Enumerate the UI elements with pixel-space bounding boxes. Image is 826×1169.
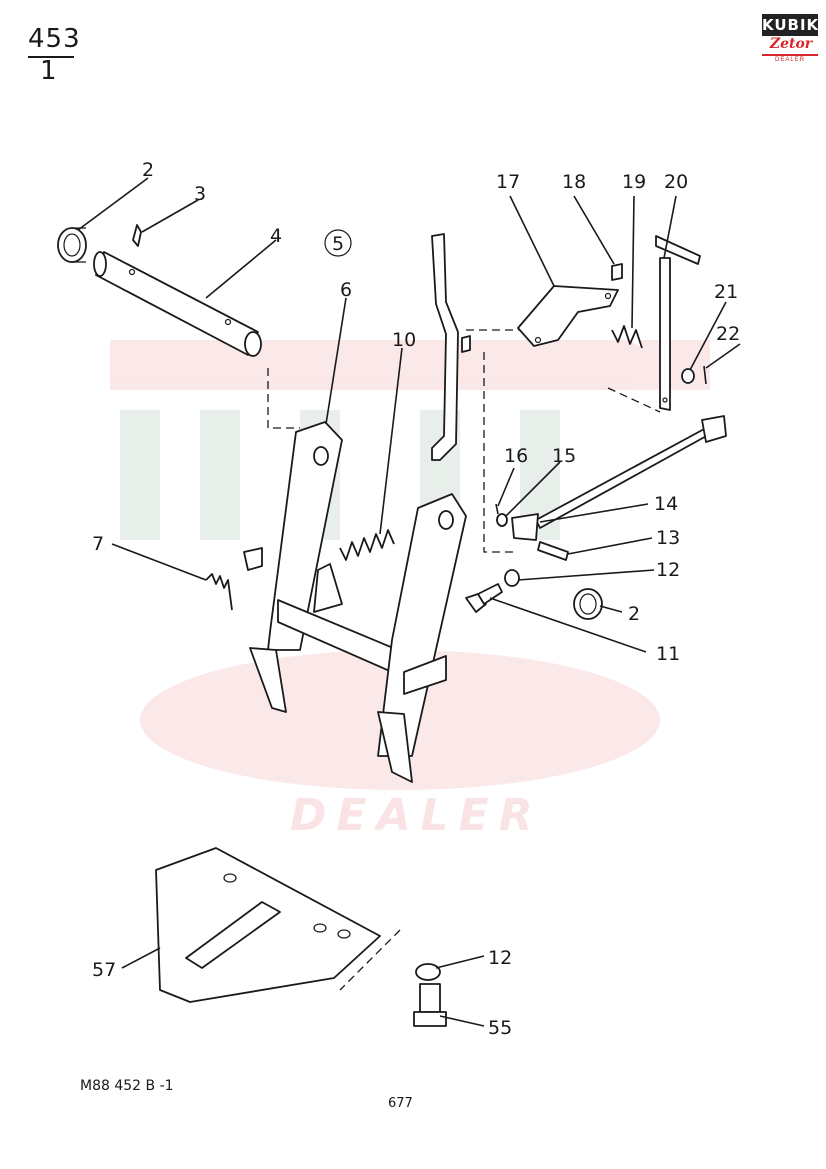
washer-part-21 <box>681 368 695 384</box>
gusset-plate <box>313 563 343 613</box>
dealer-logo: KUBIK Zetor DEALER <box>762 14 820 64</box>
section-divider <box>28 56 74 58</box>
callout-21: 21 <box>714 281 738 303</box>
left-arm-part-6 <box>249 421 343 713</box>
cotter-pin-part-3 <box>132 224 142 247</box>
leader-20 <box>663 195 677 259</box>
bushing-part-2 <box>57 227 87 263</box>
drawing-code: M88 452 B -1 <box>80 1078 174 1094</box>
logo-kubik-text: KUBIK <box>762 14 820 36</box>
watermark-band-top <box>110 340 710 390</box>
bracket-part-17 <box>517 285 619 347</box>
shaft-part-4 <box>93 251 262 357</box>
leader-7 <box>111 543 207 581</box>
watermark-letter-k <box>120 410 160 540</box>
assembly-line-shaft <box>267 368 300 429</box>
leader-18 <box>573 195 615 265</box>
section-number: 453 <box>28 24 81 54</box>
callout-14: 14 <box>654 493 678 515</box>
pull-rod-part-14 <box>511 415 727 541</box>
leader-2b <box>599 605 623 613</box>
callout-57: 57 <box>92 959 116 981</box>
leader-55 <box>439 1015 485 1027</box>
washer-part-15 <box>496 513 508 527</box>
callout-16: 16 <box>504 445 528 467</box>
spring-washer-part-12b <box>415 963 441 981</box>
leader-12a <box>517 569 655 581</box>
assembly-line-pin <box>483 352 515 553</box>
leader-11 <box>489 597 647 653</box>
leader-12b <box>435 955 485 969</box>
pin-part-22 <box>703 365 707 385</box>
leader-15 <box>505 461 561 517</box>
bolt-part-55 <box>413 983 447 1027</box>
leader-22 <box>705 343 741 369</box>
callout-55: 55 <box>488 1017 512 1039</box>
callout-3: 3 <box>194 183 206 205</box>
leader-17 <box>509 195 555 287</box>
leader-4 <box>205 239 277 299</box>
callout-4: 4 <box>270 225 282 247</box>
callout-10: 10 <box>392 329 416 351</box>
leader-14 <box>539 503 649 523</box>
tension-spring-part-7 <box>205 547 263 611</box>
logo-zetor-text: Zetor <box>769 36 813 52</box>
mounting-plate-part-57 <box>155 847 381 1003</box>
sheet-number: 1 <box>40 56 58 86</box>
page-number: 677 <box>388 1096 413 1111</box>
assembly-line-plate <box>339 929 401 991</box>
logo-dealer-text: DEALER <box>762 54 818 64</box>
leader-21 <box>689 301 727 371</box>
bushing-part-2b <box>573 588 603 620</box>
callout-13: 13 <box>656 527 680 549</box>
leader-2a <box>77 177 149 231</box>
callout-6: 6 <box>340 279 352 301</box>
callout-18: 18 <box>562 171 586 193</box>
callout-22: 22 <box>716 323 740 345</box>
right-arm-lever <box>377 233 471 783</box>
callout-2b: 2 <box>628 603 640 625</box>
leader-10 <box>379 347 403 535</box>
callout-19: 19 <box>622 171 646 193</box>
callout-12a: 12 <box>656 559 680 581</box>
callout-11: 11 <box>656 643 680 665</box>
callout-7: 7 <box>92 533 104 555</box>
leader-6 <box>325 297 347 425</box>
bolt-part-11 <box>465 583 503 613</box>
spring-part-19 <box>611 325 643 349</box>
watermark-letter-u <box>200 410 240 540</box>
leader-16 <box>497 467 515 507</box>
group-marker-circle <box>324 229 352 257</box>
callout-17: 17 <box>496 171 520 193</box>
callout-12b: 12 <box>488 947 512 969</box>
leader-57 <box>121 947 161 969</box>
callout-2a: 2 <box>142 159 154 181</box>
leader-lines <box>77 177 741 1027</box>
compression-spring-part-10 <box>339 529 395 561</box>
group-marker-label: 5 <box>332 233 344 255</box>
spring-washer-part-12 <box>504 569 520 587</box>
screw-part-18 <box>611 263 623 281</box>
watermark-dealer-text: DEALER <box>290 790 543 841</box>
split-pin-part-16 <box>495 503 499 515</box>
leader-19 <box>631 195 635 329</box>
assembly-line-lever <box>607 387 661 413</box>
pin-part-13 <box>537 541 569 561</box>
callout-15: 15 <box>552 445 576 467</box>
leader-3 <box>141 199 199 233</box>
callout-20: 20 <box>664 171 688 193</box>
leader-13 <box>567 537 653 555</box>
